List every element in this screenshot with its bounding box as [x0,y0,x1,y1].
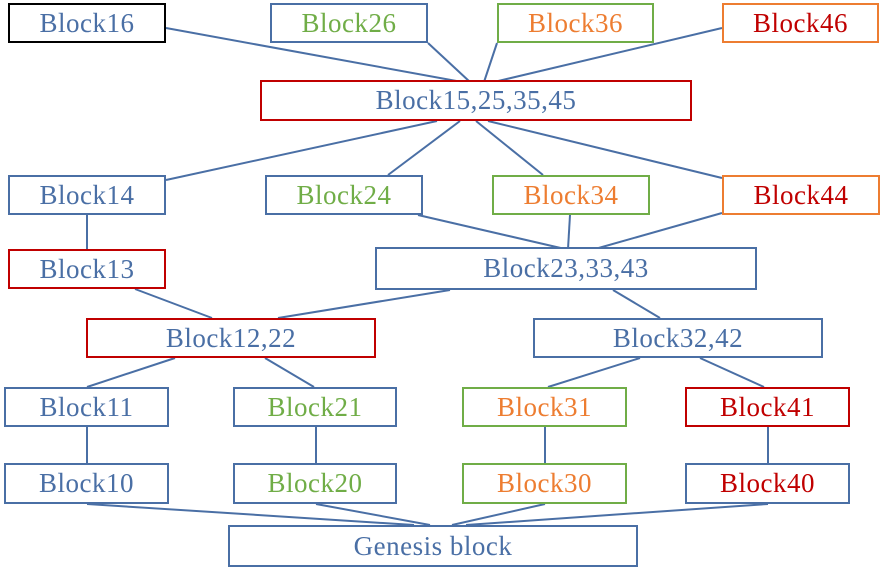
edge-b16-b15 [165,27,463,83]
block-b10: Block10 [4,463,169,504]
edge-b26-b15 [427,42,471,83]
edge-b46-b15 [493,27,723,83]
edge-b30-genesis [451,503,546,526]
edge-b32-b31 [547,357,641,388]
edge-b10-genesis [86,503,415,526]
block-b21: Block21 [233,387,397,427]
block-b12: Block12,22 [86,318,376,358]
block-b14: Block14 [8,175,166,215]
block-b31: Block31 [462,387,627,427]
edge-b23-b32 [612,289,661,319]
block-genesis: Genesis block [228,525,638,567]
block-b13: Block13 [8,249,166,289]
block-b20: Block20 [233,463,397,504]
edge-b15-b24 [387,120,461,176]
block-b41: Block41 [685,387,850,427]
edge-b15-b34 [475,120,544,176]
edge-b44-b23 [594,212,723,250]
edge-b36-b15 [483,42,498,83]
block-b26: Block26 [270,3,428,43]
edge-b23-b12 [277,289,451,319]
edge-b20-genesis [315,503,431,526]
edge-b12-b11 [86,357,176,388]
edge-b15-b44 [487,120,723,179]
edge-b34-b23 [567,214,571,250]
edge-b40-genesis [465,503,769,526]
edge-b24-b23 [417,214,566,250]
block-b32: Block32,42 [533,318,823,358]
block-b34: Block34 [492,175,650,215]
edge-b15-b14 [165,120,438,181]
block-b24: Block24 [265,175,423,215]
block-b16: Block16 [8,3,166,43]
block-b44: Block44 [722,175,880,215]
block-b40: Block40 [685,463,850,504]
edge-b12-b21 [264,357,315,388]
edge-b32-b41 [699,357,765,388]
block-b15: Block15,25,35,45 [260,80,692,121]
block-b46: Block46 [722,3,879,43]
block-b36: Block36 [497,3,654,43]
edge-b13-b12 [134,288,213,319]
block-b30: Block30 [462,463,627,504]
block-b11: Block11 [4,387,169,427]
block-b23: Block23,33,43 [375,247,757,290]
